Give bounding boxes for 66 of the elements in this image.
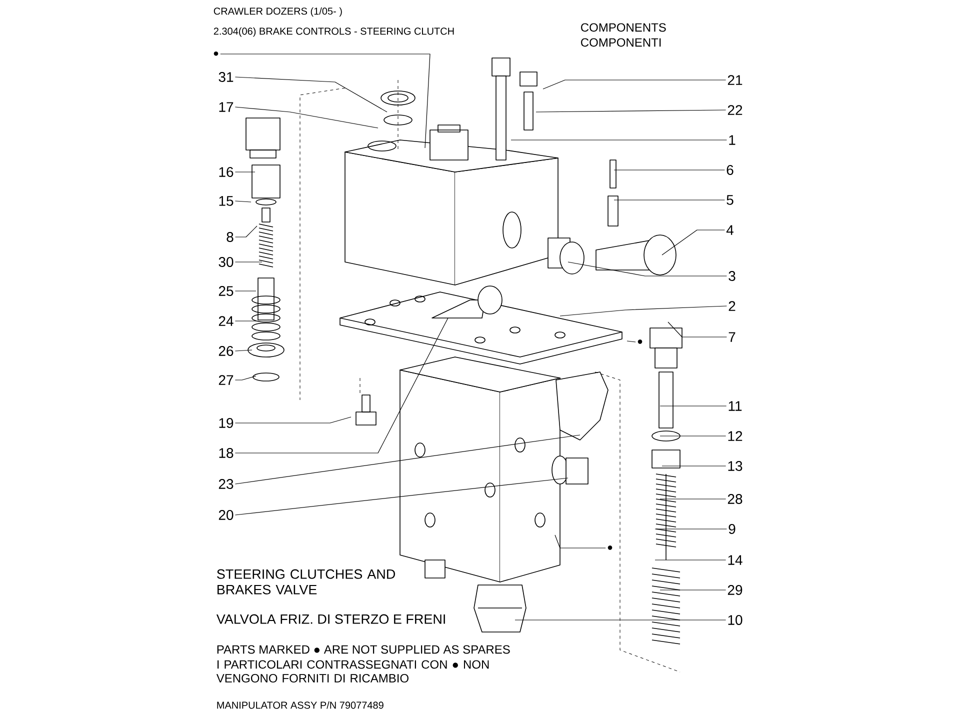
leader-line (568, 262, 728, 276)
leader-line (554, 534, 606, 548)
callout-number: 9 (728, 524, 736, 534)
leader-line (234, 76, 388, 112)
leader-line (234, 106, 378, 128)
callout-number: 25 (218, 286, 234, 296)
leader-line (536, 110, 726, 112)
callout-number: 20 (218, 510, 234, 520)
leader-line (542, 80, 726, 90)
callout-number: 1 (729, 135, 736, 145)
bullet-mark: ● (608, 546, 612, 550)
callout-number: 3 (728, 271, 736, 281)
callout-number: 15 (219, 196, 234, 206)
leader-line (234, 290, 256, 292)
callout-number: 5 (726, 195, 734, 205)
leader-line (234, 350, 252, 352)
callout-number: 7 (728, 332, 736, 342)
leader-line (654, 528, 728, 530)
leader-line (668, 322, 728, 338)
callout-number: 4 (726, 225, 734, 235)
callout-number: 24 (218, 316, 234, 326)
leader-line (660, 498, 726, 500)
callout-number: 26 (218, 346, 234, 356)
callout-number: 10 (728, 615, 742, 625)
part-number-note: MANIPULATOR ASSY P/N 79077489 (217, 701, 384, 709)
callout-number: 27 (218, 375, 234, 385)
callout-number: 16 (219, 167, 234, 177)
callout-number: 2 (728, 301, 736, 311)
leader-line (234, 416, 352, 424)
heading: COMPONENTI (581, 38, 661, 47)
leader-line (234, 478, 568, 516)
callout-number: 30 (218, 257, 234, 267)
callout-number: 22 (728, 105, 742, 115)
heading: COMPONENTS (581, 23, 666, 32)
callout-number: 18 (219, 448, 234, 458)
leader-line (234, 434, 580, 484)
callout-number: 31 (218, 72, 234, 82)
leader-line (234, 376, 256, 380)
callout-number: 6 (726, 165, 734, 175)
leader-line (235, 226, 258, 238)
section-heading: 2.304(06) BRAKE CONTROLS - STEERING CLUTCH (214, 27, 454, 37)
bullet-mark: ● (638, 340, 642, 344)
leader-line (560, 306, 728, 316)
title: CRAWLER DOZERS (1/05- ) (214, 7, 342, 17)
callout-number: 21 (728, 75, 742, 85)
leader-line (234, 200, 252, 202)
bullet-mark: ● (214, 52, 218, 56)
leader-line (626, 340, 636, 342)
note: PARTS MARKED ● ARE NOT SUPPLIED AS SPARES (217, 645, 510, 654)
callout-number: 19 (219, 418, 234, 428)
callout-number: 23 (218, 479, 234, 489)
note: I PARTICOLARI CONTRASSEGNATI CON ● NON VENGONO FORNITI DI RICAMBIO (216, 660, 489, 682)
callout-number: 17 (219, 102, 234, 112)
callout-number: 13 (728, 461, 742, 471)
callout-number: 14 (728, 555, 742, 565)
callout-number: 11 (728, 401, 742, 411)
assembly-title: STEERING CLUTCHES AND BRAKES VALVE (217, 569, 396, 594)
leader-line (220, 54, 430, 148)
leader-line (662, 230, 726, 256)
leader-line (234, 318, 448, 454)
callout-number: 12 (728, 431, 742, 441)
callout-number: 29 (728, 585, 742, 595)
leader-line (234, 320, 256, 322)
assembly-title: VALVOLA FRIZ. DI STERZO E FRENI (216, 614, 445, 624)
callout-number: 8 (226, 232, 234, 242)
callout-number: 28 (728, 494, 742, 504)
